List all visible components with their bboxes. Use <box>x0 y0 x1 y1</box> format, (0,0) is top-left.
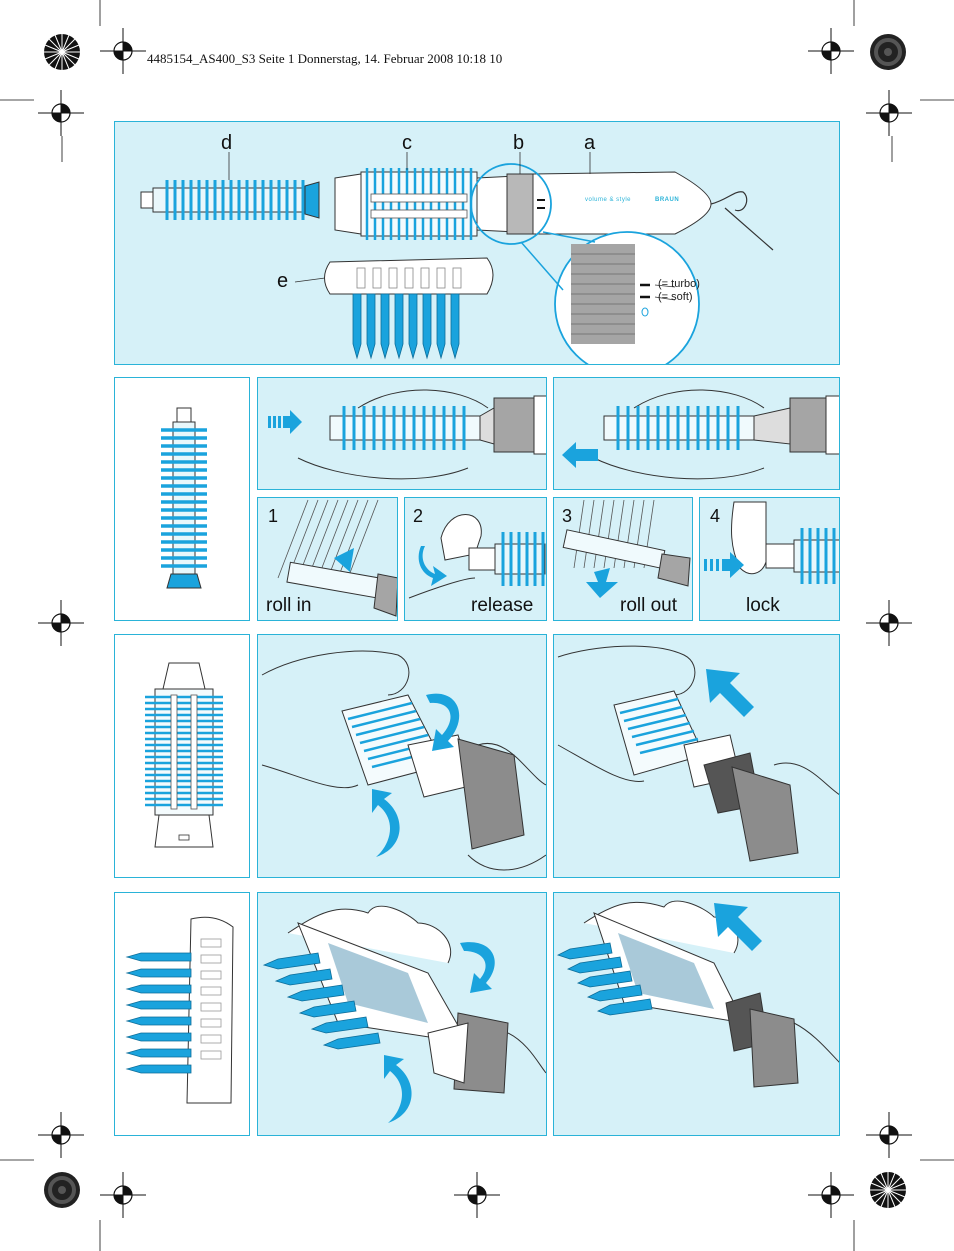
detach-round-brush-panel <box>553 634 840 878</box>
handle-text: volume & style <box>585 197 632 203</box>
step-3-drawing <box>562 499 691 598</box>
arrow-up-left-icon <box>714 903 762 951</box>
registration-mark-icon <box>44 34 80 70</box>
step-4-drawing <box>731 501 839 584</box>
part-label-b: b <box>513 132 525 154</box>
detach-round-brush-drawing <box>557 645 839 862</box>
attach-brush-drawing <box>297 389 546 480</box>
registration-mark-icon <box>870 34 906 70</box>
rotate-arrow-icon <box>460 942 495 993</box>
step-3-number: 3 <box>562 506 573 526</box>
crosshair-mark-icon <box>100 28 146 74</box>
crosshair-mark-icon <box>38 1112 84 1158</box>
part-label-e: e <box>277 270 289 292</box>
crosshair-mark-icon <box>866 1112 912 1158</box>
attach-round-brush-drawing <box>261 650 546 871</box>
crosshair-mark-icon <box>808 1172 854 1218</box>
diffuser-figure <box>125 916 234 1104</box>
print-header: 4485154_AS400_S3 Seite 1 Donnerstag, 14.… <box>147 51 503 66</box>
detach-diffuser-drawing <box>556 900 839 1088</box>
switch-turbo-label: (= turbo) <box>658 278 700 290</box>
rotate-arrow-icon <box>426 693 460 751</box>
step-2-number: 2 <box>413 506 424 526</box>
step-1-number: 1 <box>268 506 279 526</box>
step-3-caption: roll out <box>620 595 678 616</box>
step-3-panel: 3 roll out <box>553 497 693 621</box>
step-4-caption: lock <box>746 595 780 616</box>
crosshair-mark-icon <box>866 600 912 646</box>
crosshair-mark-icon <box>100 1172 146 1218</box>
attach-diffuser-drawing <box>262 905 546 1094</box>
step-4-panel: 4 lock <box>699 497 840 621</box>
attach-diffuser-panel <box>257 892 547 1136</box>
attach-round-brush-panel <box>257 634 547 878</box>
arrow-right-icon <box>704 552 744 578</box>
part-label-c: c <box>402 132 412 154</box>
brush-figure-panel <box>114 377 250 621</box>
crosshair-mark-icon <box>454 1172 500 1218</box>
overview-panel: d c b a e (= turbo) (= soft) volume & st… <box>114 121 840 365</box>
crosshair-mark-icon <box>866 90 912 136</box>
round-brush-figure <box>145 662 223 848</box>
step-2-caption: release <box>471 595 534 616</box>
attach-brush-panel <box>257 377 547 490</box>
handle-a <box>470 163 774 251</box>
registration-mark-icon <box>44 1172 80 1208</box>
overview-drawing <box>140 152 774 364</box>
rotate-arrow-icon <box>372 789 400 857</box>
step-4-number: 4 <box>710 506 721 526</box>
crosshair-mark-icon <box>38 90 84 136</box>
switch-soft-label: (= soft) <box>658 291 693 303</box>
registration-mark-icon <box>870 1172 906 1208</box>
step-2-panel: 2 release <box>404 497 547 621</box>
arrow-right-icon <box>268 410 302 434</box>
step-1-drawing <box>277 499 397 617</box>
step-2-drawing <box>408 514 546 599</box>
arrow-left-icon <box>562 442 598 468</box>
brush-attachment-d <box>140 180 320 220</box>
detach-brush-panel <box>553 377 840 490</box>
part-label-d: d <box>221 132 233 154</box>
detach-brush-drawing <box>593 389 839 480</box>
diffuser-attachment-e <box>324 257 494 360</box>
arrow-up-left-icon <box>706 669 754 717</box>
round-brush-attachment-c <box>334 168 478 240</box>
switch-magnifier <box>520 231 700 364</box>
crosshair-mark-icon <box>808 28 854 74</box>
part-label-a: a <box>584 132 596 154</box>
crosshair-mark-icon <box>38 600 84 646</box>
rotate-arrow-icon <box>384 1055 412 1123</box>
round-brush-figure-panel <box>114 634 250 878</box>
step-1-panel: 1 roll in <box>257 497 398 621</box>
brush-attachment-figure <box>161 407 207 589</box>
detach-diffuser-panel <box>553 892 840 1136</box>
diffuser-figure-panel <box>114 892 250 1136</box>
brand-logo: BRAUN <box>655 197 680 203</box>
step-1-caption: roll in <box>266 595 312 616</box>
